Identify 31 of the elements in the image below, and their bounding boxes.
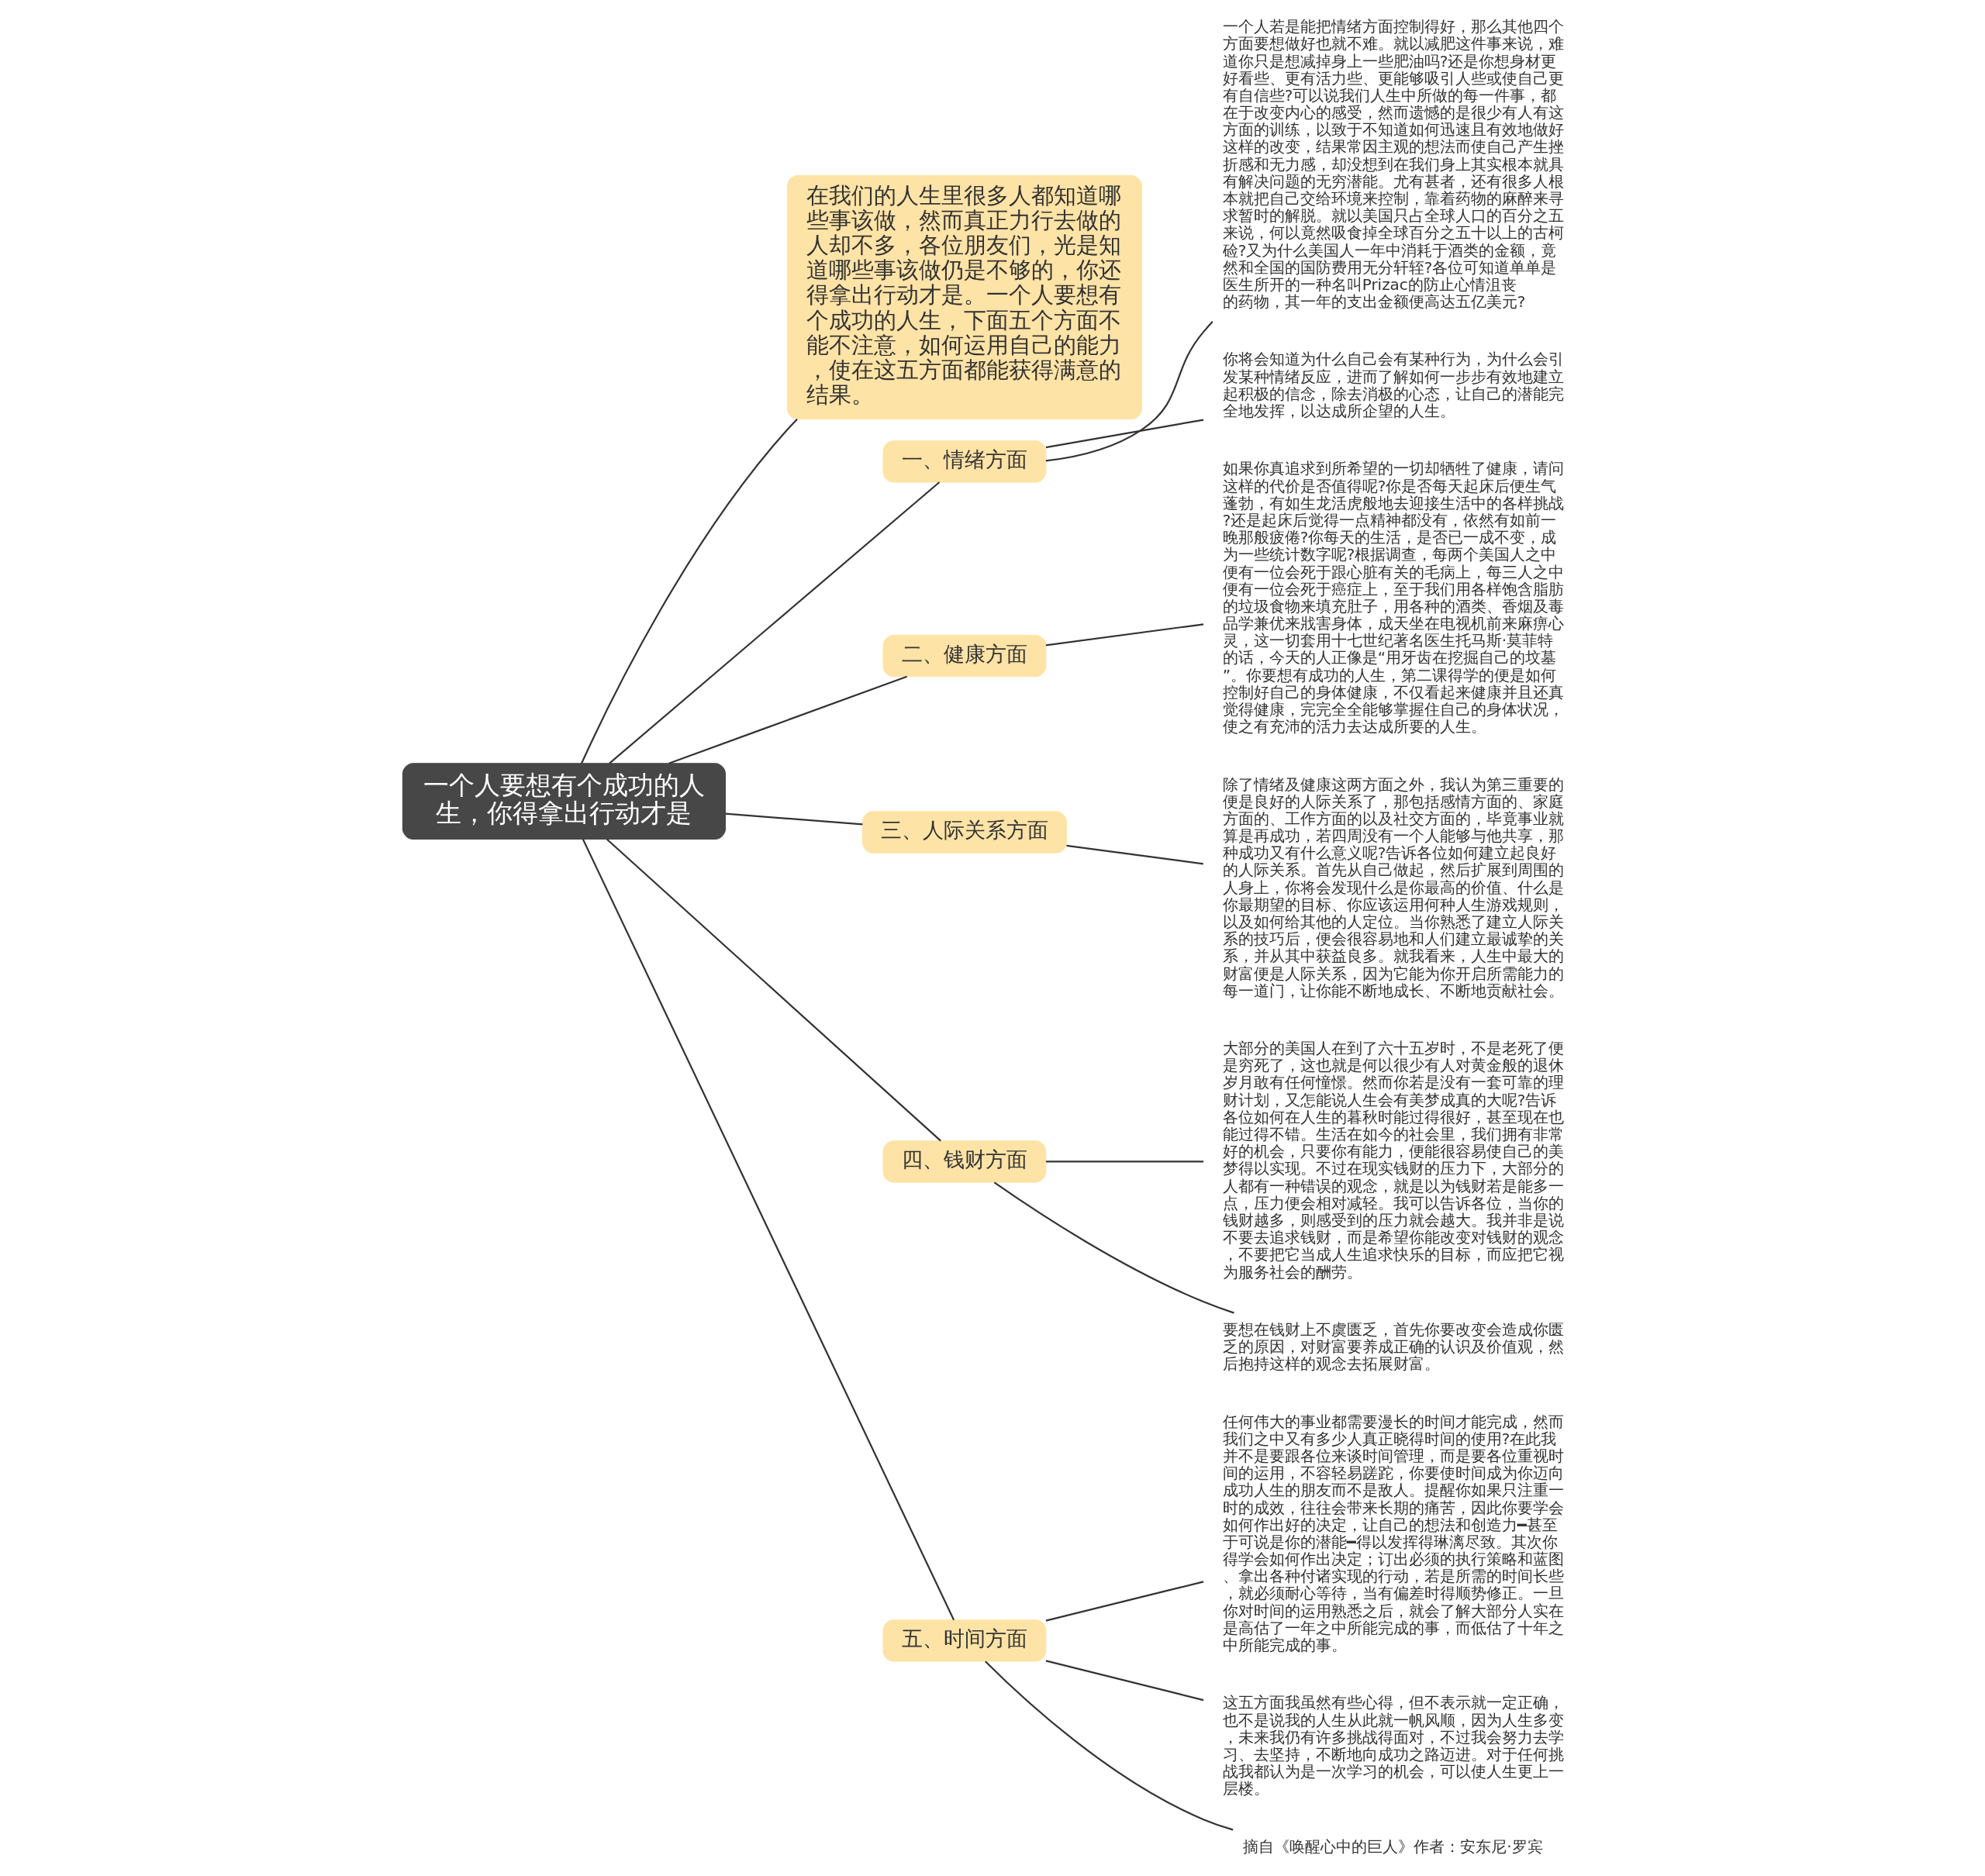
connector (993, 1181, 1234, 1314)
connector (1045, 321, 1213, 462)
node-text: 任何伟大的事业都需要漫长的时间才能完成，然而我们之中又有多少人真正晓得时间的使用?在此我并不是要跟各位来谈时间管理，而是要各位重视时间的运用，不容轻易蹉跎，你要使时间成为你迈向成功人生的朋友而不是敌人。提醒你如果只注重一时的成效，往往会带来长期的痛苦，因此你要学会如何作出好的决定，让自己的想法和创造力━甚至于可说是你的潜能━得以发挥得琳漓尽致。其次你得学会如何作出决定；订出必须的执行策略和蓝图、拿出各种付诸实现的行动，若是所需的时间长些，就必须耐心等待，当有偏差时得顺势修正。一旦你对时间的运用熟悉之后，就会了解大部分人实在是高估了一年之中所能完成的事，而低估了十年之中所能完成的事。 (1222, 1412, 1564, 1655)
connector (1065, 844, 1203, 865)
connector (1045, 1581, 1203, 1622)
connector (580, 418, 798, 764)
connector (1045, 623, 1203, 647)
node-box: 四、钱财方面 (882, 1140, 1046, 1183)
node-text: 一个人若是能把情绪方面控制得好，那么其他四个方面要想做好也就不难。就以减肥这件事来说，难道你只是想减掉身上一些肥油吗?还是你想身材更好看些、更有活力些、更能够吸引人些或使自己更有自信些?可以说我们人生中所做的每一件事，都在于改变内心的感受，然而遗憾的是很少有人有这方面的训练，以致于不知道如何迅速且有效地做好这样的改变，结果常因主观的想法而使自己产生挫折感和无力感，却没想到在我们身上其实根本就具有解决问题的无穷潜能。尤有甚者，还有很多人根本就把自己交给环境来控制，靠着药物的麻醉来寻求暂时的解脱。就以美国只占全球人口的百分之五来说，何以竟然吸食掉全球百分之五十以上的古柯硷?又为什么美国人一年中消耗于酒类的金额，竟然和全国的国防费用无分轩轾?各位可知道单单是医生所开的一种名叫Prizac的防止心情沮丧的药物，其一年的支出金额便高达五亿美元? (1222, 17, 1564, 312)
node-text: 要想在钱财上不虞匮乏，首先你要改变会造成你匮乏的原因，对财富要养成正确的认识及价值观，然后抱持这样的观念去拓展财富。 (1222, 1319, 1564, 1374)
connector (608, 481, 940, 764)
connector (1045, 1660, 1203, 1702)
connector (1045, 1160, 1203, 1163)
node-text: 如果你真追求到所希望的一切却牺牲了健康，请问这样的代价是否值得呢?你是否每天起床后便生气蓬勃，有如生龙活虎般地去迎接生活中的各样挑战?还是起床后觉得一点精神都没有，依然有如前一晚那般疲倦?你每天的生活，是否已一成不变，成为一些统计数字呢?根据调查，每两个美国人之中便有一位会死于跟心脏有关的毛病上，每三人之中便有一位会死于癌症上，至于我们用各样饱含脂肪的垃圾食物来填充肚子，用各种的酒类、香烟及毒品学兼优来戕害身体，成天坐在电视机前来麻痹心灵，这一切套用十七世纪著名医生托马斯·莫菲特的话，今天的人正像是“用牙齿在挖掘自己的坟墓”。你要想有成功的人生，第二课得学的便是如何控制好自己的身体健康，不仅看起来健康并且还真觉得健康，完完全全能够掌握住自己的身体状况，使之有充沛的活力去达成所要的人生。 (1222, 459, 1564, 736)
node-text: 摘自《唤醒心中的巨人》作者：安东尼·罗宾 (1242, 1836, 1543, 1856)
node-text: 这五方面我虽然有些心得，但不表示就一定正确，也不是说我的人生从此就一帆风顺，因为人生多变，未来我仍有许多挑战得面对，不过我会努力去学习、去坚持，不断地向成功之路迈进。对于任何挑战我都认为是一次学习的机会，可以使人生更上一层楼。 (1222, 1693, 1564, 1798)
node-box: 三、人际关系方面 (861, 811, 1067, 854)
connector (582, 839, 955, 1621)
node-box: 五、时间方面 (882, 1619, 1046, 1662)
connector (724, 812, 862, 826)
connector (1045, 419, 1203, 449)
node-text: 除了情绪及健康这两方面之外，我认为第三重要的便是良好的人际关系了，那包括感情方面的、家庭方面的、工作方面的以及社交方面的，毕竟事业就算是再成功，若四周没有一个人能够与他共享，那种成功又有什么意义呢?告诉各位如何建立起良好的人际关系。首先从自己做起，然后扩展到周围的人身上，你将会发现什么是你最高的价值、什么是你最期望的目标、你应该运用何种人生游戏规则，以及如何给其他的人定位。当你熟悉了建立人际关系的技巧后，便会很容易地和人们建立最诚挚的关系，并从其中获益良多。就我看来，人生中最大的财富便是人际关系，因为它能为你开启所需能力的每一道门，让你能不断地成长、不断地贡献社会。 (1222, 774, 1564, 1000)
connector (606, 838, 941, 1142)
connector (984, 1660, 1233, 1831)
node-box: 一个人要想有个成功的人生，你得拿出行动才是 (402, 763, 726, 840)
node-text: 大部分的美国人在到了六十五岁时，不是老死了便是穷死了，这也就是何以很少有人对黄金般的退休岁月敢有任何憧憬。然而你若是没有一套可靠的理财计划，又怎能说人生会有美梦成真的大呢?告诉各位如何在人生的暮秋时能过得很好，甚至现在也能过得不错。生活在如今的社会里，我们拥有非常好的机会，只要你有能力，便能很容易使自己的美梦得以实现。不过在现实钱财的压力下，大部分的人都有一种错误的观念，就是以为钱财若是能多一点，压力便会相对减轻。我可以告诉各位，当你的钱财越多，则感受到的压力就会越大。我并非是说不要去追求钱财，而是希望你能改变对钱财的观念，不要把它当成人生追求快乐的目标，而应把它视为服务社会的酬劳。 (1222, 1039, 1564, 1281)
node-box: 二、健康方面 (882, 634, 1046, 678)
node-box: 在我们的人生里很多人都知道哪些事该做，然而真正力行去做的人却不多，各位朋友们，光是知道哪些事该做仍是不够的，你还得拿出行动才是。一个人要想有个成功的人生，下面五个方面不能不注意，如何运用自己的能力，使在这五方面都能获得满意的结果。 (786, 174, 1142, 419)
node-text: 你将会知道为什么自己会有某种行为，为什么会引发某种情绪反应，进而了解如何一步步有效地建立起积极的信念，除去消极的心态，让自己的潜能完全地发挥，以达成所企望的人生。 (1222, 350, 1564, 421)
node-box: 一、情绪方面 (882, 440, 1046, 483)
connector (668, 675, 907, 764)
